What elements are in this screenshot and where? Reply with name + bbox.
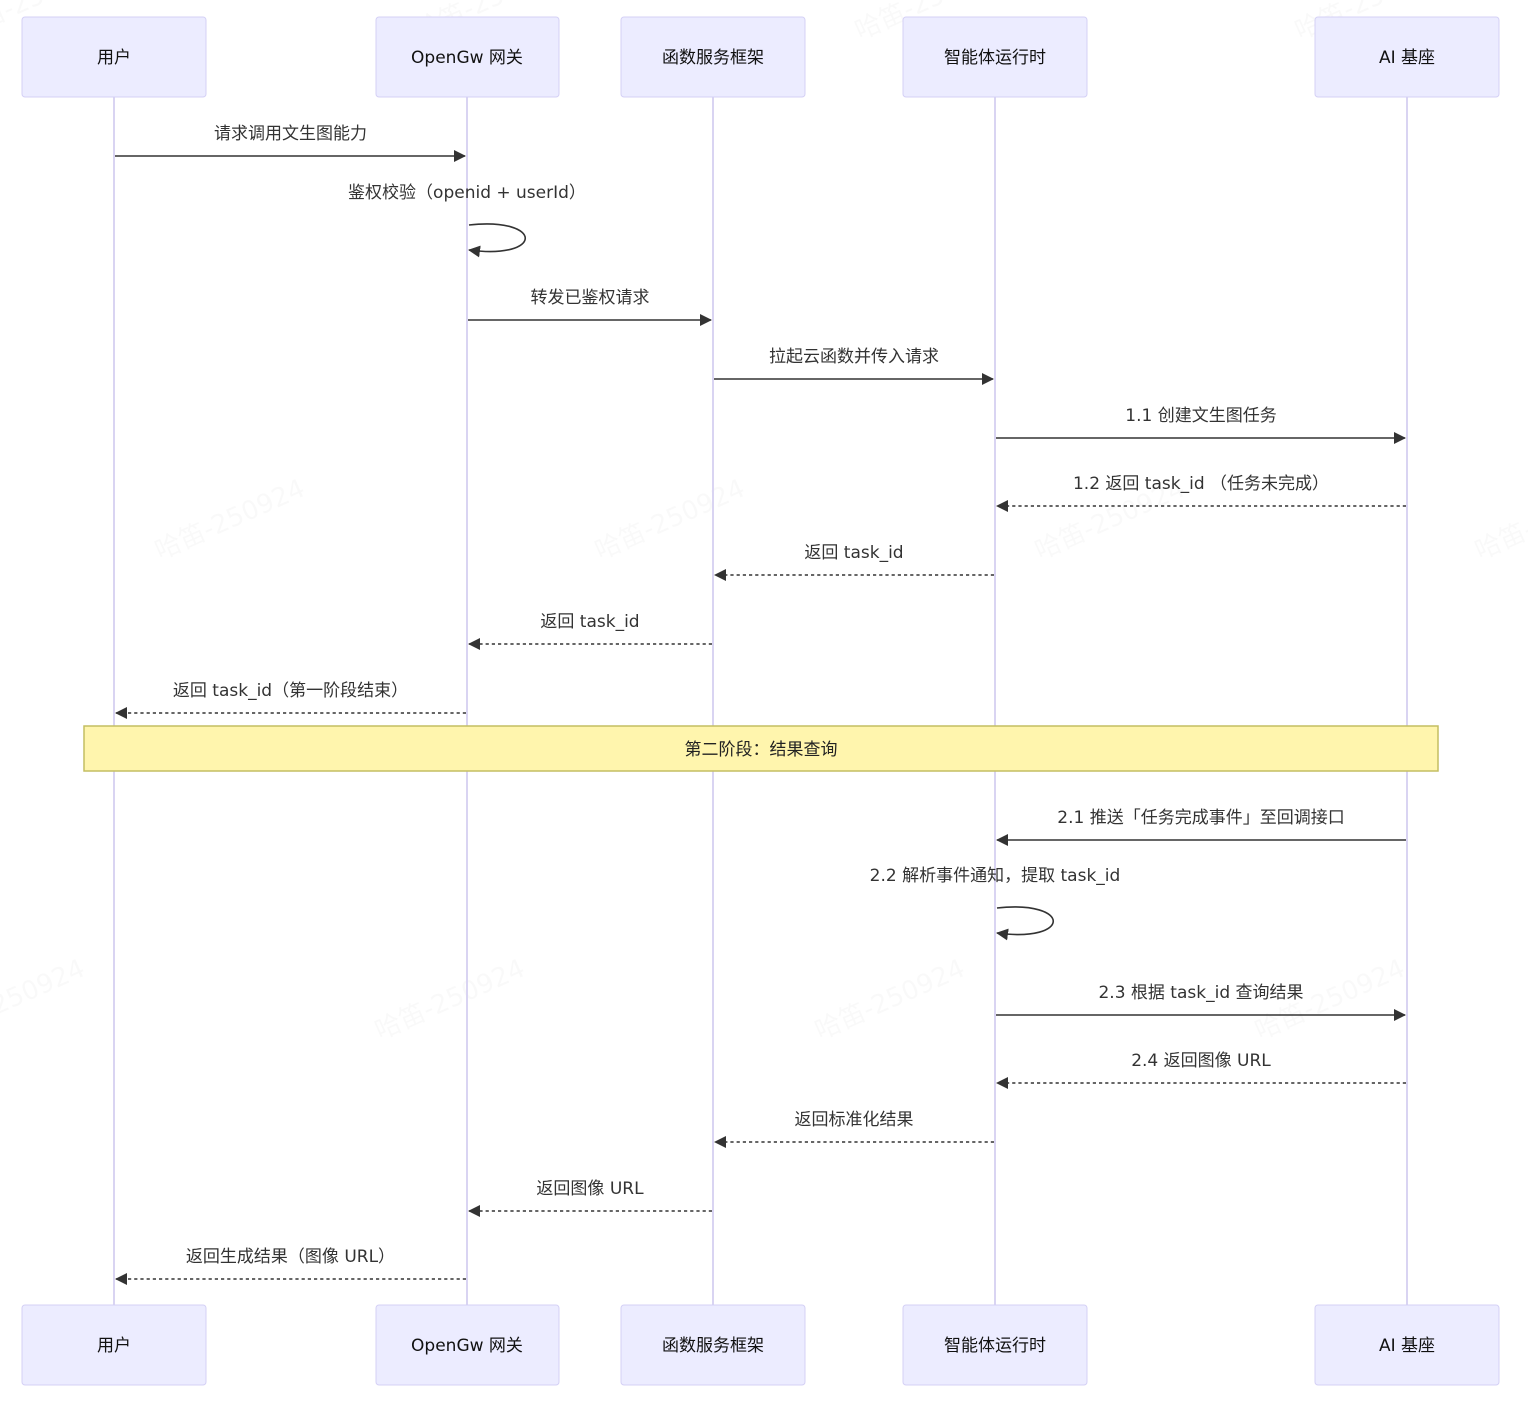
watermark-text: 哈笛-250924: [811, 954, 970, 1047]
actor-faas-top: 函数服务框架: [620, 16, 806, 98]
self-message-arrow: [996, 906, 1055, 941]
message-5: 1.1 创建文生图任务: [996, 406, 1406, 444]
message-14: 2.4 返回图像 URL: [996, 1051, 1406, 1089]
message-12: 2.2 解析事件通知，提取 task_id: [870, 866, 1121, 941]
actor-box: [21, 16, 207, 98]
message-4: 拉起云函数并传入请求: [714, 347, 994, 385]
actor-box: [375, 16, 560, 98]
watermark-text: 哈笛-250924: [591, 474, 750, 567]
message-label: 2.3 根据 task_id 查询结果: [1098, 983, 1303, 1003]
actors-top: 用户 OpenGw 网关 函数服务框架 智能体运行时 AI 基座: [21, 16, 1500, 98]
actor-label: AI 基座: [1379, 48, 1435, 68]
actor-label: 用户: [97, 48, 131, 68]
watermark-text: 哈笛-250924: [0, 954, 90, 1047]
message-label: 返回图像 URL: [536, 1179, 644, 1199]
message-label: 返回生成结果（图像 URL）: [186, 1247, 395, 1267]
message-15: 返回标准化结果: [714, 1110, 994, 1148]
actor-box: [1314, 16, 1500, 98]
watermark-text: 哈笛-250924: [151, 474, 310, 567]
message-3: 转发已鉴权请求: [468, 288, 712, 326]
actor-gateway-bottom: OpenGw 网关: [375, 1304, 560, 1386]
actors-bottom: 用户 OpenGw 网关 函数服务框架 智能体运行时 AI 基座: [21, 1304, 1500, 1386]
actor-agent-bottom: 智能体运行时: [902, 1304, 1088, 1386]
message-label: 转发已鉴权请求: [531, 288, 650, 308]
message-label: 1.2 返回 task_id （任务未完成）: [1073, 474, 1329, 494]
watermark-layer: 哈笛-250924 哈笛-250924 哈笛-250924 哈笛-250924 哈笛-2…: [0, 0, 1528, 1046]
actor-box: [902, 1304, 1088, 1386]
message-6: 1.2 返回 task_id （任务未完成）: [996, 474, 1406, 512]
actor-gateway-top: OpenGw 网关: [375, 16, 560, 98]
message-label: 返回 task_id: [540, 612, 639, 632]
actor-label: 智能体运行时: [944, 1336, 1046, 1356]
actor-box: [620, 1304, 806, 1386]
actor-agent-top: 智能体运行时: [902, 16, 1088, 98]
actor-user-bottom: 用户: [21, 1304, 207, 1386]
actor-label: 函数服务框架: [662, 1336, 764, 1356]
message-label: 拉起云函数并传入请求: [769, 347, 939, 367]
actor-box: [620, 16, 806, 98]
actor-box: [1314, 1304, 1500, 1386]
note-label: 第二阶段：结果查询: [685, 740, 838, 760]
message-label: 返回 task_id（第一阶段结束）: [173, 681, 408, 701]
actor-ai-top: AI 基座: [1314, 16, 1500, 98]
message-13: 2.3 根据 task_id 查询结果: [996, 983, 1406, 1021]
message-1: 请求调用文生图能力: [115, 124, 466, 162]
message-16: 返回图像 URL: [468, 1179, 712, 1217]
message-label: 返回 task_id: [804, 543, 903, 563]
actor-faas-bottom: 函数服务框架: [620, 1304, 806, 1386]
actor-label: 函数服务框架: [662, 48, 764, 68]
actor-box: [21, 1304, 207, 1386]
actor-label: 用户: [97, 1336, 131, 1356]
phase-note: 第二阶段：结果查询: [83, 725, 1439, 772]
message-8: 返回 task_id: [468, 612, 712, 650]
actor-label: OpenGw 网关: [411, 1336, 523, 1356]
watermark-text: 哈笛-250924: [371, 954, 530, 1047]
message-label: 1.1 创建文生图任务: [1125, 406, 1276, 426]
lifelines: [113, 97, 1408, 1305]
watermark-text: 哈笛-250924: [1471, 474, 1528, 567]
actor-user-top: 用户: [21, 16, 207, 98]
actor-label: OpenGw 网关: [411, 48, 523, 68]
actor-box: [902, 16, 1088, 98]
note-box: [83, 725, 1439, 772]
message-7: 返回 task_id: [714, 543, 994, 581]
message-2: 鉴权校验（openid + userId）: [348, 183, 586, 258]
message-label: 2.1 推送「任务完成事件」至回调接口: [1057, 808, 1344, 828]
self-message-arrow: [468, 223, 527, 258]
actor-label: 智能体运行时: [944, 48, 1046, 68]
message-11: 2.1 推送「任务完成事件」至回调接口: [996, 808, 1406, 846]
message-17: 返回生成结果（图像 URL）: [115, 1247, 466, 1285]
message-label: 鉴权校验（openid + userId）: [348, 183, 586, 203]
message-label: 2.2 解析事件通知，提取 task_id: [870, 866, 1121, 886]
message-label: 返回标准化结果: [795, 1110, 914, 1130]
message-label: 2.4 返回图像 URL: [1131, 1051, 1271, 1071]
actor-box: [375, 1304, 560, 1386]
message-9: 返回 task_id（第一阶段结束）: [115, 681, 466, 719]
message-label: 请求调用文生图能力: [214, 124, 367, 144]
actor-label: AI 基座: [1379, 1336, 1435, 1356]
actor-ai-bottom: AI 基座: [1314, 1304, 1500, 1386]
